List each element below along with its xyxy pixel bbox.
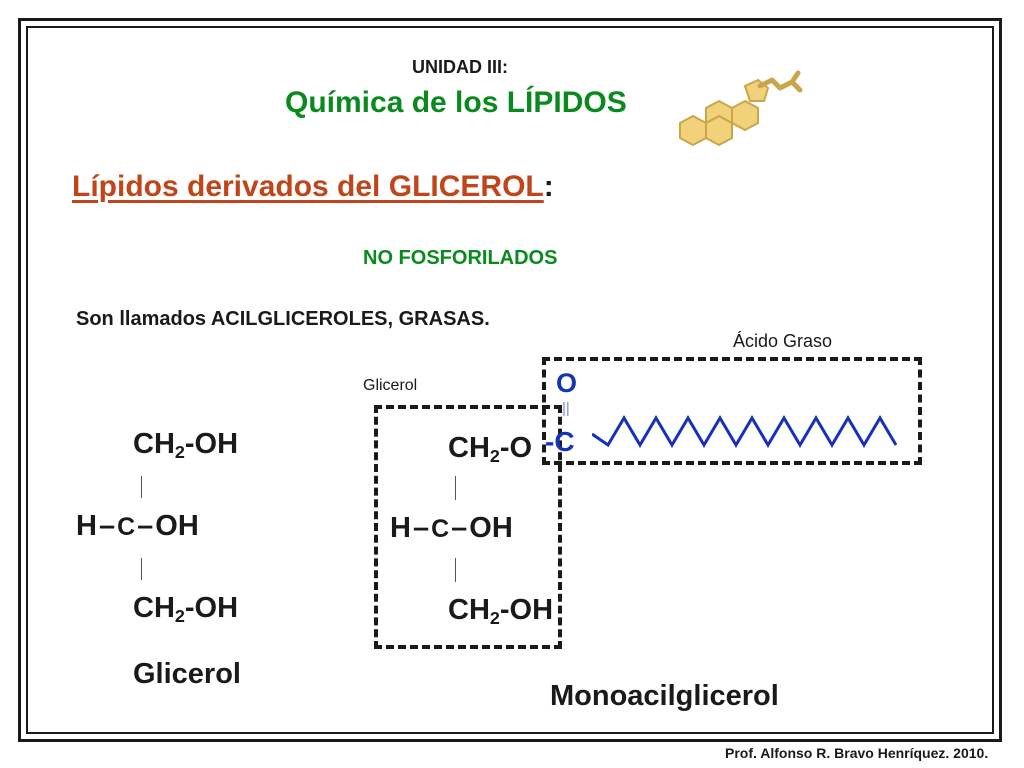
glycerol-dashed-box <box>374 405 562 649</box>
footer-credit: Prof. Alfonso R. Bravo Henríquez. 2010. <box>725 745 989 761</box>
slide-outer-border <box>18 18 1002 742</box>
subtitle: NO FOSFORILADOS <box>363 247 558 269</box>
page-title: Química de los LÍPIDOS <box>285 86 627 119</box>
monoacyl-bottom-group: CH2-OH <box>448 594 554 629</box>
steroid-molecule-icon <box>679 70 803 147</box>
glycerol-box-label: Glicerol <box>363 377 418 394</box>
glycerol-middle-row: H–C–OH <box>76 510 199 542</box>
section-title-text: Lípidos derivados del GLICEROL <box>72 170 544 203</box>
unit-label: UNIDAD III: <box>412 57 508 77</box>
monoacyl-caption: Monoacilglicerol <box>550 680 779 712</box>
monoacyl-top-group: CH2-O <box>448 432 535 468</box>
section-title-colon: : <box>543 170 554 203</box>
fatty-acid-box-label: Ácido Graso <box>733 331 833 351</box>
acyl-carbon: -C <box>545 426 575 457</box>
fatty-acid-dashed-box <box>542 357 922 465</box>
glycerol-bond-upper <box>141 476 142 498</box>
description: Son llamados ACILGLICEROLES, GRASAS. <box>76 308 490 330</box>
monoacyl-bond-upper <box>455 476 456 500</box>
carbonyl-oxygen: O <box>556 368 578 398</box>
monoacyl-bond-lower <box>455 558 456 582</box>
glycerol-bond-lower <box>141 558 142 580</box>
slide-inner-border <box>26 26 994 734</box>
glycerol-bottom-group: CH2-OH <box>133 592 239 627</box>
glycerol-caption: Glicerol <box>133 658 241 690</box>
fatty-acid-chain-icon <box>592 415 898 448</box>
monoacyl-middle-row: H–C–OH <box>390 512 513 544</box>
carbonyl-double-bond: || <box>562 400 570 417</box>
glycerol-top-group: CH2-OH <box>133 428 239 463</box>
section-title: Lípidos derivados del GLICEROL: <box>72 170 554 204</box>
